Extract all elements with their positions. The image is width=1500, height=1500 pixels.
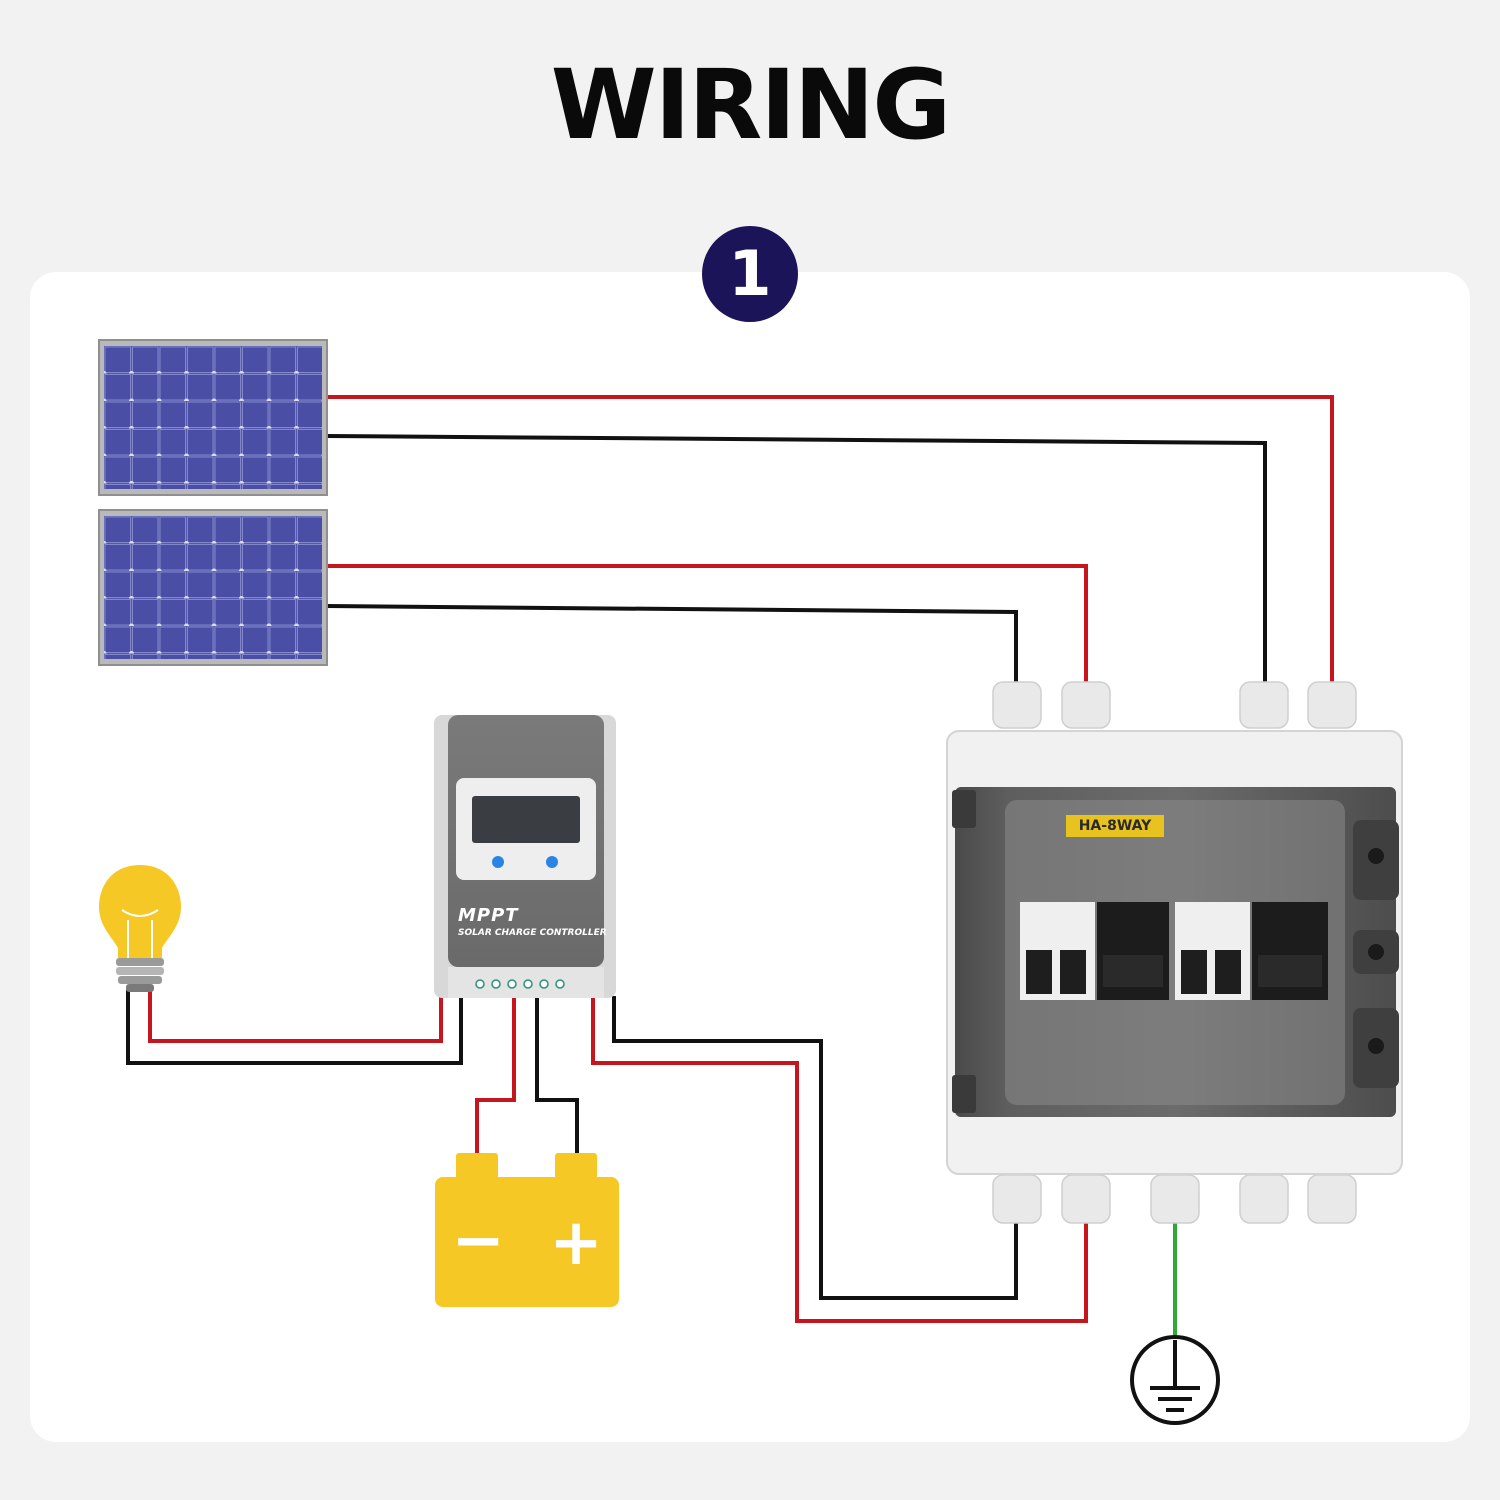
combiner-box-label: HA-8WAY	[1066, 815, 1164, 837]
controller-brand: MPPT	[458, 905, 519, 926]
pv-input-negative-wire	[612, 996, 1018, 1300]
page-title: WIRING	[550, 49, 951, 161]
panel-1-negative-wire	[325, 434, 1267, 688]
battery-minus-symbol: −	[451, 1204, 505, 1278]
charge-controller	[434, 715, 616, 998]
pv-input-positive-wire	[591, 996, 1088, 1323]
wires	[126, 395, 1334, 1340]
battery-icon	[435, 1153, 619, 1307]
load-positive-wire	[148, 990, 443, 1043]
battery-negative-wire	[535, 996, 579, 1156]
light-bulb-icon	[99, 865, 181, 992]
battery-plus-symbol: +	[549, 1206, 603, 1280]
solar-panel-icon	[98, 339, 328, 496]
load-negative-wire	[126, 990, 463, 1065]
solar-panel-icon	[98, 509, 328, 666]
controller-subtitle: SOLAR CHARGE CONTROLLER	[458, 928, 607, 938]
panel-2-negative-wire	[325, 604, 1018, 688]
panel-2-positive-wire	[326, 564, 1088, 688]
ground-icon	[1130, 1335, 1220, 1425]
battery-positive-wire	[475, 996, 516, 1156]
step-number-badge: 1	[702, 226, 798, 322]
panel-1-positive-wire	[326, 395, 1334, 688]
combiner-box	[946, 681, 1403, 1224]
